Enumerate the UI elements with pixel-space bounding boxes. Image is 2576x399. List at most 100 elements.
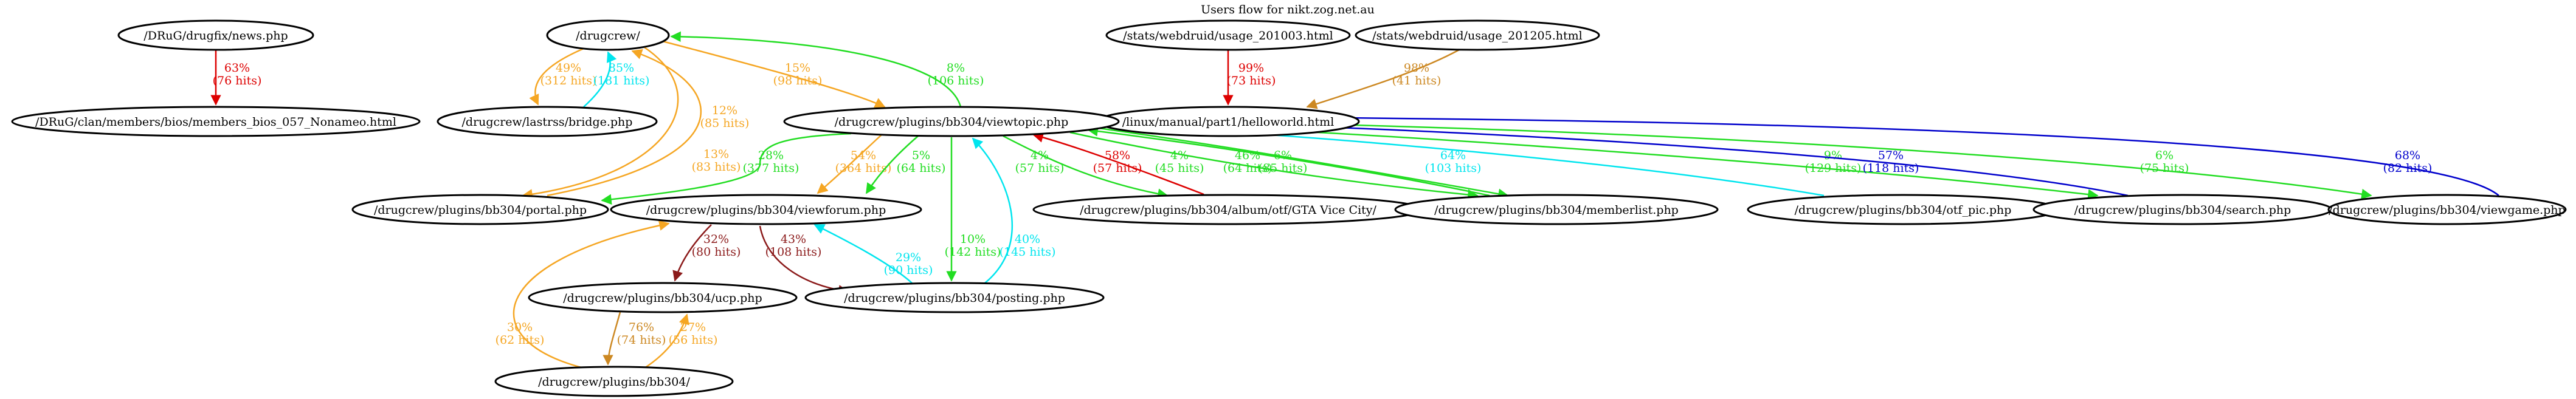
node-ellipse[interactable] (528, 282, 798, 313)
edge-percent-label: 58% (1105, 149, 1130, 162)
edge-hits-label: (90 hits) (884, 264, 933, 277)
node-usage201003[interactable]: /stats/webdruid/usage_201003.html (1105, 19, 1351, 51)
edge-hits-label: (62 hits) (496, 333, 545, 347)
node-members_bios[interactable]: /DRuG/clan/members/bios/members_bios_057… (11, 106, 421, 137)
node-label: /drugcrew/lastrss/bridge.php (462, 115, 633, 129)
edge-percent-label: 30% (507, 321, 533, 334)
edge-line (513, 220, 670, 369)
node-label: /drugcrew/plugins/bb304/viewforum.php (646, 203, 886, 217)
node-bb304[interactable]: /drugcrew/plugins/bb304/ (494, 366, 734, 397)
edge-line (672, 224, 712, 282)
node-ellipse[interactable] (610, 194, 922, 225)
edge-percent-label: 32% (703, 233, 729, 246)
edge-line (1032, 132, 1204, 196)
node-viewgame[interactable]: /drugcrew/plugins/bb304/viewgame.php (2327, 194, 2567, 225)
edge-viewtopic_viewforum_g: 5%(64 hits) (865, 135, 946, 194)
edge-percent-label: 4% (1170, 149, 1189, 162)
edge-usage201205_hello: 98%(41 hits) (1306, 49, 1460, 109)
edge-percent-label: 12% (712, 104, 737, 117)
edge-line (1306, 49, 1460, 109)
edge-percent-label: 9% (1824, 149, 1842, 162)
node-ellipse[interactable] (1355, 19, 1600, 51)
node-memberlist[interactable]: /drugcrew/plugins/bb304/memberlist.php (1394, 194, 1719, 225)
edge-hits-label: (45 hits) (1155, 162, 1204, 175)
node-otfpic[interactable]: /drugcrew/plugins/bb304/otf_pic.php (1747, 194, 2059, 225)
node-label: /DRuG/drugfix/news.php (143, 29, 288, 43)
node-ellipse[interactable] (117, 19, 314, 51)
node-posting[interactable]: /drugcrew/plugins/bb304/posting.php (804, 282, 1105, 313)
edge-news_members: 63%(76 hits) (210, 50, 261, 106)
edge-line (817, 134, 882, 194)
edge-bridge_drugcrew: 85%(181 hits) (583, 51, 650, 107)
node-ellipse[interactable] (437, 106, 658, 137)
edge-line (813, 223, 913, 284)
node-search[interactable]: /drugcrew/plugins/bb304/search.php (2032, 194, 2333, 225)
node-portal[interactable]: /drugcrew/plugins/bb304/portal.php (351, 194, 609, 225)
edge-viewtopic_viewforum_o: 54%(364 hits) (817, 134, 892, 194)
node-drugcrew[interactable]: /drugcrew/ (546, 19, 670, 51)
edge-hits-label: (118 hits) (1863, 162, 1919, 175)
edge-line (662, 40, 886, 108)
edge-percent-label: 27% (680, 321, 706, 334)
node-ellipse[interactable] (11, 106, 421, 137)
edge-hits-label: (181 hits) (593, 74, 650, 87)
edge-line (644, 313, 689, 369)
node-viewforum[interactable]: /drugcrew/plugins/bb304/viewforum.php (610, 194, 922, 225)
edge-percent-label: 28% (758, 149, 784, 162)
edge-line (1117, 111, 2499, 196)
node-bridge[interactable]: /drugcrew/lastrss/bridge.php (437, 106, 658, 137)
node-helloworld[interactable]: /linux/manual/part1/helloworld.html (1096, 106, 1360, 137)
node-ellipse[interactable] (804, 282, 1105, 313)
node-viewtopic[interactable]: /drugcrew/plugins/bb304/viewtopic.php (783, 106, 1120, 137)
node-label: /DRuG/clan/members/bios/members_bios_057… (35, 115, 396, 129)
edge-viewtopic_memberlist_b: 6%(85 hits) (1094, 126, 1509, 199)
edge-hits-label: (75 hits) (2140, 162, 2189, 175)
edge-posting_viewforum: 29%(90 hits) (813, 223, 933, 284)
edge-usage201003_hello: 99%(73 hits) (1223, 50, 1276, 106)
edge-hits-label: (57 hits) (1093, 162, 1142, 175)
node-usage201205[interactable]: /stats/webdruid/usage_201205.html (1355, 19, 1600, 51)
node-label: /stats/webdruid/usage_201205.html (1372, 29, 1582, 43)
node-ellipse[interactable] (494, 366, 734, 397)
node-ellipse[interactable] (2327, 194, 2567, 225)
node-label: /drugcrew/plugins/bb304/memberlist.php (1434, 203, 1679, 217)
node-ellipse[interactable] (1105, 19, 1351, 51)
edge-hits-label: (103 hits) (1425, 162, 1482, 175)
node-album[interactable]: /drugcrew/plugins/bb304/album/otf/GTA Vi… (1032, 194, 1424, 225)
edge-hits-label: (41 hits) (1392, 74, 1442, 87)
edge-bb304_ucp: 27%(56 hits) (644, 313, 718, 369)
edge-hits-label: (83 hits) (692, 160, 741, 174)
edge-hits-label: (80 hits) (692, 245, 741, 259)
node-ellipse[interactable] (1394, 194, 1719, 225)
node-ellipse[interactable] (546, 19, 670, 51)
edge-hits-label: (142 hits) (945, 245, 1001, 259)
edge-hits-label: (82 hits) (2383, 162, 2433, 175)
edge-percent-label: 54% (851, 149, 876, 162)
edge-hits-label: (57 hits) (1015, 162, 1065, 175)
edge-viewtopic_portal: 28%(377 hits) (601, 132, 852, 205)
edge-viewgame_viewtopic: 68%(82 hits) (1117, 111, 2499, 196)
edge-ucp_bb304: 76%(74 hits) (603, 312, 666, 366)
node-label: /drugcrew/plugins/bb304/album/otf/GTA Vi… (1080, 203, 1376, 217)
edge-hits-label: (73 hits) (1227, 74, 1276, 87)
node-ellipse[interactable] (351, 194, 609, 225)
edge-line (972, 137, 1013, 284)
edge-percent-label: 76% (629, 321, 654, 334)
nodes-layer: /DRuG/drugfix/news.php/DRuG/clan/members… (11, 19, 2567, 397)
node-label: /drugcrew/plugins/bb304/posting.php (844, 292, 1065, 305)
node-ellipse[interactable] (783, 106, 1120, 137)
edge-hits-label: (64 hits) (897, 162, 946, 175)
edge-posting_viewtopic: 40%(145 hits) (972, 137, 1055, 284)
node-ucp[interactable]: /drugcrew/plugins/bb304/ucp.php (528, 282, 798, 313)
edge-percent-label: 8% (947, 61, 965, 75)
edge-hits-label: (364 hits) (835, 162, 892, 175)
edge-hits-label: (129 hits) (1805, 162, 1862, 175)
edge-percent-label: 64% (1440, 149, 1466, 162)
node-label: /drugcrew/plugins/bb304/ (538, 375, 690, 389)
edge-percent-label: 6% (2155, 149, 2174, 162)
node-label: /linux/manual/part1/helloworld.html (1122, 115, 1335, 129)
node-label: /drugcrew/plugins/bb304/ucp.php (563, 292, 762, 305)
edge-hits-label: (56 hits) (669, 333, 718, 347)
node-news[interactable]: /DRuG/drugfix/news.php (117, 19, 314, 51)
node-label: /drugcrew/plugins/bb304/viewgame.php (2329, 203, 2565, 217)
